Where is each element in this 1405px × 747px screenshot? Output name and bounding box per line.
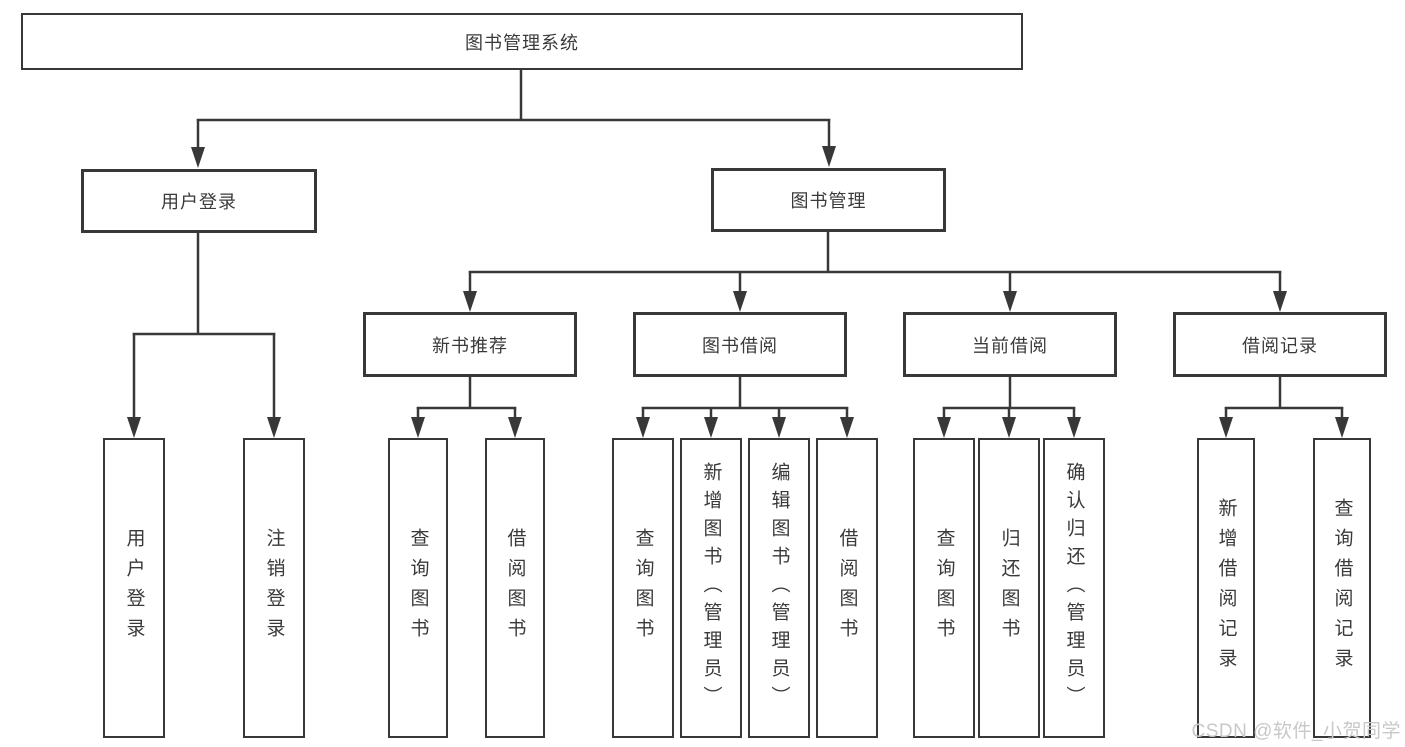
node-user-login: 用户登录 (81, 169, 317, 233)
node-root: 图书管理系统 (21, 13, 1023, 70)
node-current-borrow: 当前借阅 (903, 312, 1117, 377)
leaf-add-borrow-record: 新增借阅记录 (1197, 438, 1255, 738)
leaf-logout: 注销登录 (243, 438, 305, 738)
leaf-borrow-books-borrow: 借阅图书 (816, 438, 878, 738)
leaf-add-book-admin: 新增图书（管理员） (680, 438, 742, 738)
leaf-query-books-current: 查询图书 (913, 438, 975, 738)
user-login-branch-connector (127, 233, 281, 438)
leaf-borrow-books-recommend: 借阅图书 (485, 438, 545, 738)
leaf-confirm-return-admin: 确认归还（管理员） (1043, 438, 1105, 738)
leaf-query-books-recommend: 查询图书 (388, 438, 448, 738)
book-management-branch-connector (463, 232, 1287, 312)
leaf-edit-book-admin: 编辑图书（管理员） (748, 438, 810, 738)
node-borrow-records: 借阅记录 (1173, 312, 1387, 377)
leaf-return-book: 归还图书 (978, 438, 1040, 738)
node-new-book-recommend: 新书推荐 (363, 312, 577, 377)
node-book-borrow: 图书借阅 (633, 312, 847, 377)
root-to-level1-connector (191, 70, 836, 168)
current-borrow-leaves-connector (937, 377, 1081, 438)
new-book-recommend-leaves-connector (411, 377, 522, 438)
leaf-user-login: 用户登录 (103, 438, 165, 738)
book-borrow-leaves-connector (636, 377, 854, 438)
csdn-watermark: CSDN @软件_小贺同学 (1191, 721, 1401, 742)
leaf-query-borrow-record: 查询借阅记录 (1313, 438, 1371, 738)
node-book-management: 图书管理 (711, 168, 946, 232)
leaf-query-books-borrow: 查询图书 (612, 438, 674, 738)
borrow-records-leaves-connector (1219, 377, 1349, 438)
